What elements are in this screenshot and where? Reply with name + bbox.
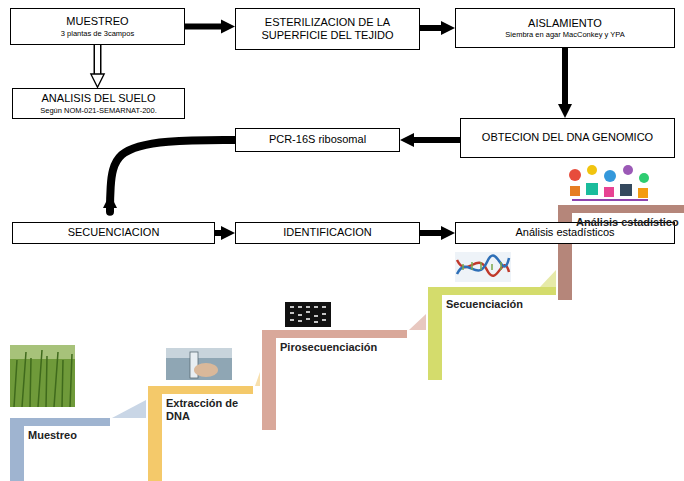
process-box: MUESTREO3 plantas de 3campos xyxy=(10,8,185,45)
step-leg xyxy=(428,287,442,380)
lab-photo xyxy=(166,348,232,380)
box-title: SECUENCIACION xyxy=(68,226,160,239)
arrow-body xyxy=(414,137,460,143)
step-leg xyxy=(10,418,24,481)
box-subtitle: Según NOM-021-SEMARNAT-200. xyxy=(40,106,157,115)
hollow-arrow xyxy=(97,45,98,74)
arrow-body xyxy=(215,230,221,236)
box-title: IDENTIFICACION xyxy=(283,226,372,239)
step-triangle xyxy=(255,372,260,386)
box-title: MUESTREO xyxy=(66,15,128,28)
arrow-body xyxy=(110,140,235,212)
step-label: Muestreo xyxy=(28,429,106,442)
arrow-body xyxy=(185,24,221,30)
box-title: AISLAMIENTO xyxy=(528,17,602,30)
step-label: Pirosecuenciación xyxy=(280,341,403,354)
step-label: Extracción de DNA xyxy=(166,397,249,423)
process-box: ESTERILIZACION DE LA SUPERFICIE DEL TEJI… xyxy=(235,8,420,50)
step-leg xyxy=(262,330,276,430)
gel-picture xyxy=(285,302,331,327)
flow-arrow xyxy=(420,233,441,234)
step-band: Extracción de DNA xyxy=(148,386,253,427)
box-title: ANALISIS DEL SUELO xyxy=(42,92,156,105)
step-triangle xyxy=(112,400,146,418)
dna-picture xyxy=(455,252,511,282)
box-subtitle: 3 plantas de 3campos xyxy=(61,29,134,38)
step-leg xyxy=(558,205,572,300)
flow-arrow xyxy=(215,233,221,234)
statistics-picture xyxy=(569,165,649,200)
arrow-body xyxy=(420,230,441,236)
grass-picture xyxy=(10,345,75,407)
process-box: AISLAMIENTOSiembra en agar MacConkey y Y… xyxy=(455,8,675,48)
box-title: ESTERILIZACION DE LA SUPERFICIE DEL TEJI… xyxy=(242,16,413,42)
arrow-body xyxy=(562,48,568,104)
flow-arrow xyxy=(414,140,460,141)
step-triangle xyxy=(409,314,426,330)
arrow-outline xyxy=(94,45,102,74)
step-band: Muestreo xyxy=(10,418,110,446)
step-triangle xyxy=(540,270,556,287)
step-band: Análisis estadístico xyxy=(558,205,684,233)
box-title: PCR-16S ribosomal xyxy=(269,133,366,146)
process-box: SECUENCIACION xyxy=(12,222,215,244)
flow-arrow xyxy=(110,140,235,212)
step-band: Pirosecuenciación xyxy=(262,330,407,358)
arrow-body xyxy=(420,25,441,31)
box-subtitle: Siembra en agar MacConkey y YPA xyxy=(505,30,624,39)
process-box: ANALISIS DEL SUELOSegún NOM-021-SEMARNAT… xyxy=(12,88,185,119)
step-label: Secuenciación xyxy=(446,298,552,311)
box-title: OBTECION DEL DNA GENOMICO xyxy=(482,131,653,144)
arrow-body xyxy=(95,45,100,74)
process-box: OBTECION DEL DNA GENOMICO xyxy=(460,118,675,158)
process-box: IDENTIFICACION xyxy=(235,222,420,244)
box-title: Análisis estadísticos xyxy=(515,226,614,239)
flow-arrow xyxy=(420,28,441,29)
step-leg xyxy=(148,386,162,481)
process-box: PCR-16S ribosomal xyxy=(235,128,400,152)
flow-arrow xyxy=(185,26,221,27)
flow-arrow xyxy=(565,48,566,104)
step-band: Secuenciación xyxy=(428,287,556,315)
step-label: Análisis estadístico xyxy=(576,216,680,229)
